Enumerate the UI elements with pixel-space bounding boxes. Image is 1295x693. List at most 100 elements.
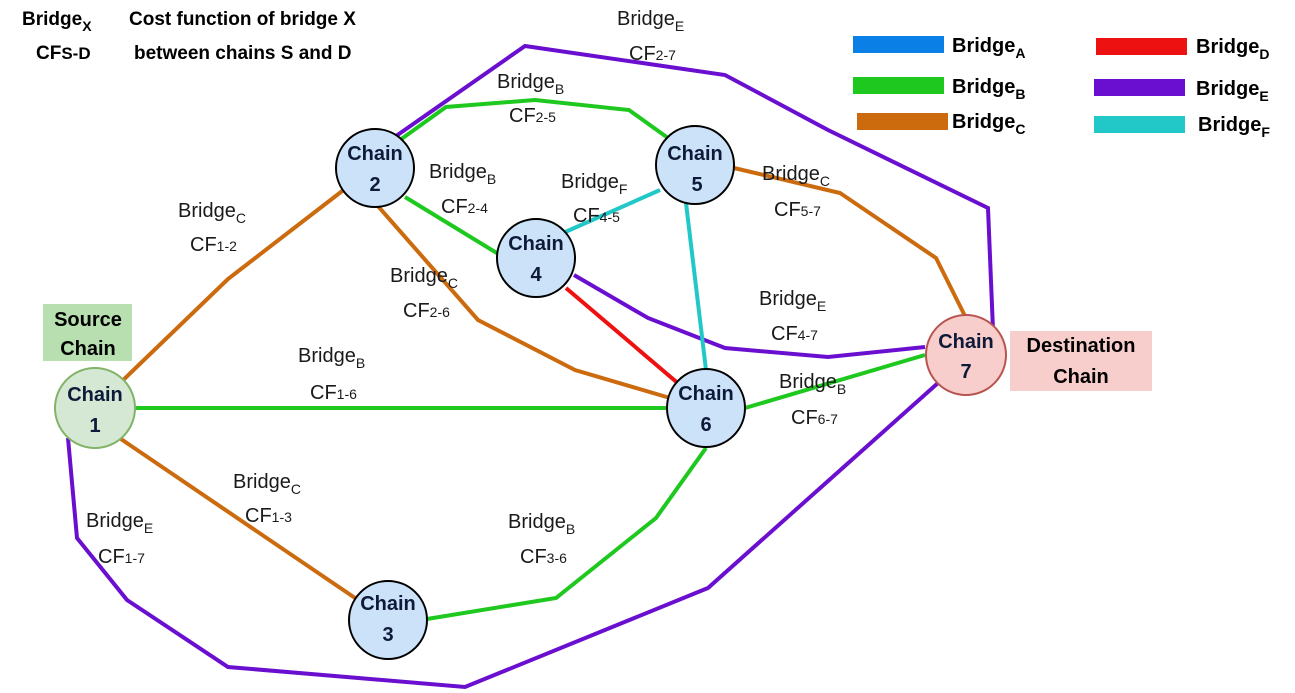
svg-text:CF2-5: CF2-5 [509,105,556,127]
edge-4-5 [562,188,661,235]
svg-text:Chain: Chain [508,233,564,255]
svg-text:Chain: Chain [360,593,416,615]
svg-text:BridgeB: BridgeB [952,76,1025,102]
edge-label-2-4: BridgeB CF2-4 [429,161,496,218]
legend-item-bridge-b: BridgeB [853,76,1025,102]
edges [66,43,995,690]
svg-text:BridgeE: BridgeE [86,510,153,536]
svg-text:BridgeB: BridgeB [779,371,846,397]
legend-item-bridge-c: BridgeC [857,111,1025,137]
svg-text:Chain: Chain [678,383,734,405]
edge-label-4-7: BridgeE CF4-7 [759,288,826,345]
svg-text:BridgeF: BridgeF [561,171,627,197]
edge-label-6-7: BridgeB CF6-7 [779,371,846,429]
svg-text:BridgeE: BridgeE [617,8,684,34]
svg-text:1: 1 [89,415,100,437]
legend-item-bridge-f: BridgeF [1094,114,1270,140]
edge-label-5-7: BridgeC CF5-7 [762,163,830,221]
edge-5-7 [733,166,970,323]
svg-text:CF1-7: CF1-7 [98,546,145,568]
svg-text:BridgeC: BridgeC [762,163,830,189]
svg-text:CF2-6: CF2-6 [403,300,450,322]
edge-label-1-6: BridgeB CF1-6 [298,345,365,404]
svg-text:CF1-3: CF1-3 [245,505,292,527]
svg-text:Chain: Chain [60,338,116,360]
svg-text:5: 5 [691,174,702,196]
notation-desc-2: between chains S and D [134,43,352,64]
legend-item-bridge-d: BridgeD [1096,36,1269,62]
svg-text:CF2-4: CF2-4 [441,196,488,218]
svg-text:7: 7 [960,361,971,383]
svg-text:Source: Source [54,309,122,331]
legend-item-bridge-e: BridgeE [1094,78,1269,104]
edge-3-6 [426,446,708,621]
svg-text:CF2-7: CF2-7 [629,43,676,65]
edge-2-7 [374,43,995,331]
destination-chain-label: Destination Chain [1010,331,1152,391]
svg-text:CF1-6: CF1-6 [310,382,357,404]
svg-text:Chain: Chain [667,143,723,165]
edge-1-2 [116,183,352,387]
chain-node-1[interactable]: Chain 1 [54,367,136,449]
edge-label-3-6: BridgeB CF3-6 [508,511,575,568]
edge-label-1-3: BridgeC CF1-3 [233,471,301,527]
svg-text:CF3-6: CF3-6 [520,546,567,568]
edge-2-4 [403,195,502,257]
svg-text:BridgeC: BridgeC [952,111,1025,137]
chain-node-2[interactable]: Chain 2 [335,128,415,208]
notation-desc-1: Cost function of bridge X [129,9,356,30]
svg-text:Chain: Chain [67,384,123,406]
edge-label-2-6: BridgeC CF2-6 [390,265,458,322]
chain-node-7[interactable]: Chain 7 [925,314,1007,396]
notation-cf: CFS-D [36,43,91,64]
chain-node-4[interactable]: Chain 4 [496,218,576,298]
svg-text:Chain: Chain [1053,366,1109,388]
svg-text:2: 2 [369,174,380,196]
svg-text:Chain: Chain [347,143,403,165]
svg-text:BridgeC: BridgeC [178,200,246,226]
svg-text:4: 4 [530,264,542,286]
svg-text:BridgeC: BridgeC [390,265,458,291]
svg-text:Chain: Chain [938,331,994,353]
chain-node-5[interactable]: Chain 5 [655,125,735,205]
svg-text:BridgeF: BridgeF [1198,114,1270,140]
svg-text:BridgeC: BridgeC [233,471,301,497]
svg-text:CF4-5: CF4-5 [573,205,620,227]
svg-text:BridgeB: BridgeB [508,511,575,537]
svg-text:BridgeB: BridgeB [298,345,365,371]
source-chain-label: Source Chain [43,304,132,361]
notation-header: BridgeX CFS-D Cost function of bridge X … [22,9,356,64]
svg-text:CF1-2: CF1-2 [190,234,237,256]
svg-text:BridgeB: BridgeB [497,71,564,97]
edge-5-6 [684,202,708,371]
svg-text:BridgeB: BridgeB [429,161,496,187]
edge-2-5 [398,97,670,142]
edge-labels: BridgeE CF2-7 BridgeB CF2-5 BridgeC CF1-… [86,8,846,568]
svg-text:6: 6 [700,414,711,436]
svg-text:CF5-7: CF5-7 [774,199,821,221]
edge-4-7 [572,273,926,360]
svg-text:BridgeE: BridgeE [759,288,826,314]
edge-2-6 [375,203,671,400]
svg-text:BridgeE: BridgeE [1196,78,1269,104]
notation-bridge: BridgeX [22,9,92,34]
edge-1-7 [66,381,940,690]
legend: BridgeA BridgeB BridgeC BridgeD BridgeE … [853,35,1270,140]
edge-label-2-5: BridgeB CF2-5 [497,71,564,127]
nodes: Chain 1 Chain 2 Chain 3 Chain 4 Chain 5 … [54,125,1007,660]
svg-text:3: 3 [382,624,393,646]
chain-node-3[interactable]: Chain 3 [348,580,428,660]
edge-4-6 [564,286,682,387]
svg-text:BridgeA: BridgeA [952,35,1025,61]
svg-text:Destination: Destination [1027,335,1136,357]
edge-label-2-7: BridgeE CF2-7 [617,8,684,65]
edge-label-4-5: BridgeF CF4-5 [561,171,627,227]
svg-text:CF6-7: CF6-7 [791,407,838,429]
edge-label-1-7: BridgeE CF1-7 [86,510,153,568]
svg-text:CF4-7: CF4-7 [771,323,818,345]
svg-text:BridgeD: BridgeD [1196,36,1269,62]
edge-6-7 [744,353,926,410]
edge-label-1-2: BridgeC CF1-2 [178,200,246,256]
chain-node-6[interactable]: Chain 6 [666,368,746,448]
